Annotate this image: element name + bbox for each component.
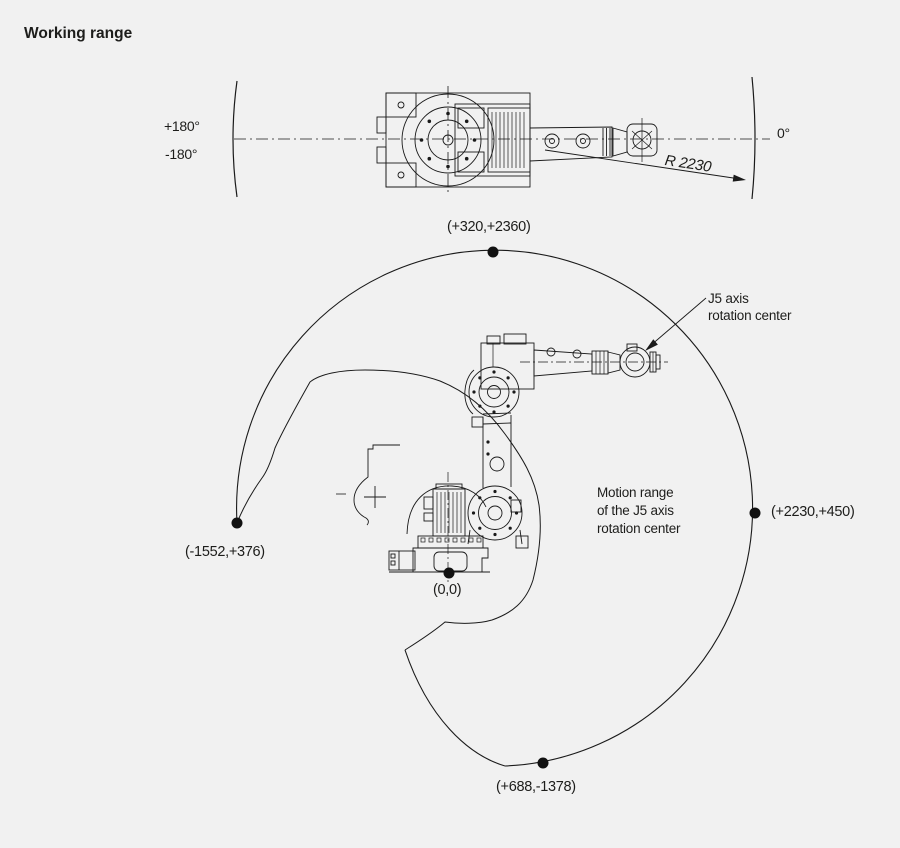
- motion-range-note-line1: Motion range: [597, 485, 674, 500]
- motion-range-note-line3: rotation center: [597, 521, 681, 536]
- j5-axis-callout-line1: J5 axis: [708, 291, 749, 306]
- j5-leader-arrowhead: [645, 339, 658, 351]
- right-point-label: (+2230,+450): [771, 504, 855, 520]
- rotation-limit-negative-label: -180°: [165, 146, 198, 162]
- radius-arrowhead: [732, 174, 746, 182]
- envelope-point-left: [231, 517, 243, 529]
- right-sweep-arc: [751, 76, 756, 200]
- zero-degree-label: 0°: [777, 125, 790, 141]
- working-envelope-arc: [236, 249, 754, 767]
- inner-boundary-curve: [236, 369, 541, 651]
- top-view-diagram: [232, 76, 770, 200]
- envelope-point-top: [487, 246, 499, 258]
- bottom-point-label: (+688,-1378): [496, 779, 576, 795]
- j2-center-cross: [364, 486, 386, 508]
- top-point-label: (+320,+2360): [447, 219, 531, 235]
- page-title: Working range: [24, 25, 133, 42]
- left-point-label: (-1552,+376): [185, 544, 265, 560]
- envelope-point-origin: [443, 567, 455, 579]
- rotation-limit-positive-label: +180°: [164, 118, 200, 134]
- origin-label: (0,0): [433, 582, 462, 598]
- top-view-robot-drawing: [376, 92, 658, 188]
- j5-axis-callout-line2: rotation center: [708, 307, 792, 323]
- side-view-robot-drawing: [388, 333, 668, 582]
- motion-range-note: Motion range of the J5 axis rotation cen…: [597, 484, 681, 538]
- radius-dimension-line: [544, 149, 741, 180]
- envelope-point-right: [749, 507, 761, 519]
- base-clearance-curve: [353, 444, 400, 526]
- envelope-diagram: [231, 246, 761, 769]
- left-sweep-arc: [232, 80, 238, 198]
- j5-leader-line: [649, 297, 707, 347]
- motion-range-note-line2: of the J5 axis: [597, 503, 674, 518]
- lower-boundary-arc: [404, 649, 506, 767]
- envelope-point-bottom: [537, 757, 549, 769]
- j5-axis-callout: J5 axis rotation center: [708, 291, 792, 324]
